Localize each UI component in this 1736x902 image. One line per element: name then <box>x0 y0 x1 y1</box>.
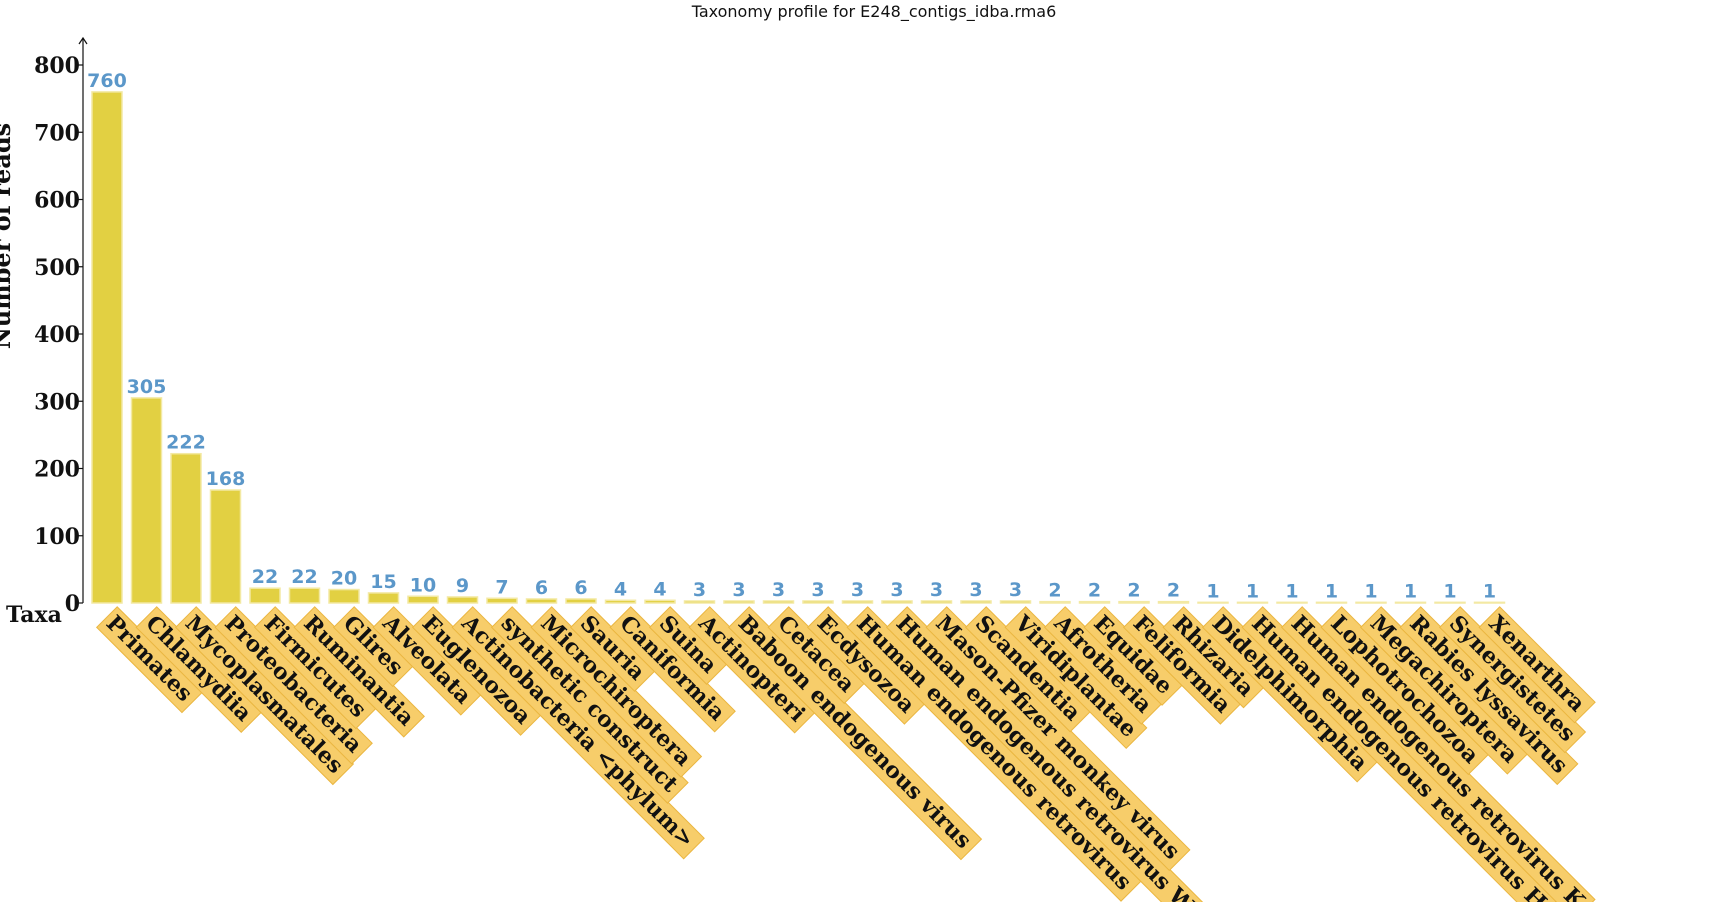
bar <box>209 489 242 604</box>
bar <box>999 600 1032 604</box>
bar <box>170 452 202 604</box>
bar <box>446 596 479 604</box>
y-tick-label: 500 <box>34 255 80 281</box>
bar-value-label: 4 <box>653 578 666 600</box>
bar <box>288 587 321 604</box>
bar-value-label: 3 <box>969 579 982 601</box>
bar <box>604 599 637 604</box>
bar-value-label: 6 <box>535 577 548 599</box>
bar <box>683 600 716 604</box>
bar <box>525 598 558 604</box>
bar-value-label: 1 <box>1206 580 1219 602</box>
y-tick-label: 100 <box>34 524 80 550</box>
bar-value-label: 1 <box>1285 580 1298 602</box>
bar <box>367 592 400 604</box>
bar-value-label: 6 <box>574 577 587 599</box>
bar <box>841 600 874 604</box>
bar <box>486 597 518 604</box>
bar <box>644 599 676 604</box>
bar-value-label: 222 <box>166 432 206 454</box>
bar-value-label: 1 <box>1246 580 1259 602</box>
bar <box>1355 601 1387 604</box>
y-axis-label: Number of reads <box>0 123 16 349</box>
chart-title: Taxonomy profile for E248_contigs_idba.r… <box>691 2 1057 22</box>
bar <box>762 600 795 604</box>
x-tick-label-box <box>727 606 983 861</box>
bar-value-label: 168 <box>206 468 246 490</box>
y-tick-label: 0 <box>65 591 80 617</box>
bar-value-label: 2 <box>1127 580 1140 602</box>
bar-value-label: 15 <box>370 571 396 593</box>
y-tick-label: 700 <box>34 120 80 146</box>
bar-value-label: 3 <box>693 579 706 601</box>
bar-value-label: 22 <box>252 566 278 588</box>
bar <box>1039 600 1071 604</box>
bar <box>723 600 755 604</box>
bar-value-label: 3 <box>1009 579 1022 601</box>
bar <box>1394 601 1427 604</box>
bar <box>1473 601 1506 604</box>
y-tick-label: 600 <box>34 188 80 214</box>
bar <box>1434 601 1466 604</box>
bar-value-label: 1 <box>1443 580 1456 602</box>
bar <box>407 595 439 604</box>
bar-value-label: 2 <box>1167 580 1180 602</box>
bar-value-label: 3 <box>772 579 785 601</box>
bar-value-label: 9 <box>456 575 469 597</box>
bar <box>130 397 163 604</box>
bar-value-label: 3 <box>811 579 824 601</box>
bar-value-label: 1 <box>1404 580 1417 602</box>
y-tick-label: 800 <box>34 53 80 79</box>
x-tick-label-box <box>1478 606 1596 724</box>
bar <box>1276 601 1308 604</box>
y-tick-label: 300 <box>34 389 80 415</box>
bar <box>565 598 597 604</box>
x-axis-label: Taxa <box>6 602 62 628</box>
bar-value-label: 7 <box>495 576 508 598</box>
bar <box>920 600 953 604</box>
bar <box>1078 600 1111 604</box>
y-tick-label: 400 <box>34 322 80 348</box>
bar-value-label: 1 <box>1364 580 1377 602</box>
bar <box>881 600 913 604</box>
bar <box>1236 601 1269 604</box>
bar <box>1315 601 1348 604</box>
bar-value-label: 3 <box>890 579 903 601</box>
bar-value-label: 2 <box>1048 580 1061 602</box>
bar <box>1197 601 1229 604</box>
bar <box>328 588 360 604</box>
y-tick-label: 200 <box>34 457 80 483</box>
bar-value-label: 2 <box>1088 580 1101 602</box>
category-labels-group: PrimatesChlamydiiaMycoplasmatalesProteob… <box>95 606 1596 902</box>
bar-value-label: 4 <box>614 578 627 600</box>
bar-value-label: 3 <box>732 579 745 601</box>
bar-value-label: 305 <box>127 376 167 398</box>
bar <box>802 600 834 604</box>
bar-value-label: 20 <box>331 568 357 590</box>
bar-value-label: 3 <box>851 579 864 601</box>
bar <box>1157 600 1190 604</box>
y-axis: 0 100 200 300 400 500 600 700 800 <box>34 36 88 617</box>
bar <box>1118 600 1150 604</box>
bar-value-label: 760 <box>87 70 127 92</box>
y-axis-arrow <box>78 36 88 45</box>
bar-value-label: 22 <box>291 566 317 588</box>
bar-value-label: 3 <box>930 579 943 601</box>
bar-value-label: 10 <box>410 574 436 596</box>
bar <box>249 587 281 604</box>
bar <box>91 91 123 604</box>
bar <box>960 600 992 604</box>
bar-value-label: 1 <box>1483 580 1496 602</box>
bar-value-label: 1 <box>1325 580 1338 602</box>
bars-group <box>91 91 1506 604</box>
